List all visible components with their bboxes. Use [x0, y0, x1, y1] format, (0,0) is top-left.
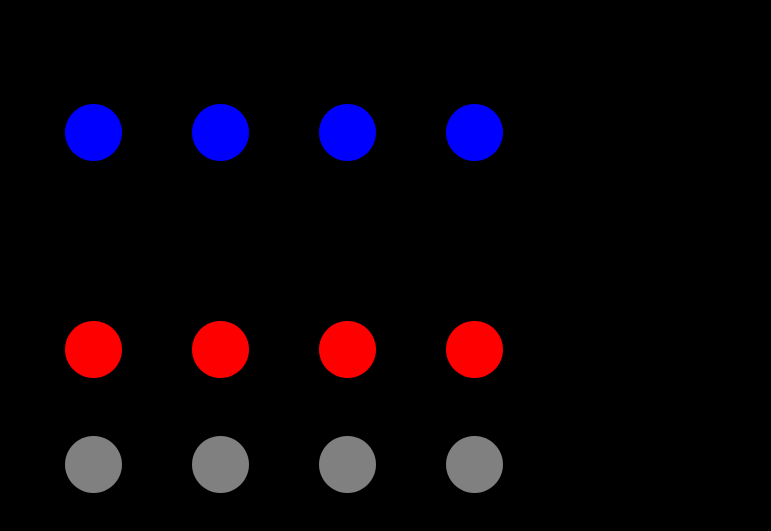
gray-row-dot-1: [64, 435, 122, 493]
gray-row-dot-4: [445, 435, 503, 493]
gray-row-dot-3: [318, 435, 376, 493]
red-row-dot-2: [191, 320, 249, 378]
blue-row-dot-1: [64, 103, 122, 161]
blue-row-dot-4: [445, 103, 503, 161]
gray-row-dot-2: [191, 435, 249, 493]
blue-row-dot-3: [318, 103, 376, 161]
blue-row-dot-2: [191, 103, 249, 161]
red-row-dot-3: [318, 320, 376, 378]
red-row-dot-4: [445, 320, 503, 378]
red-row-dot-1: [64, 320, 122, 378]
